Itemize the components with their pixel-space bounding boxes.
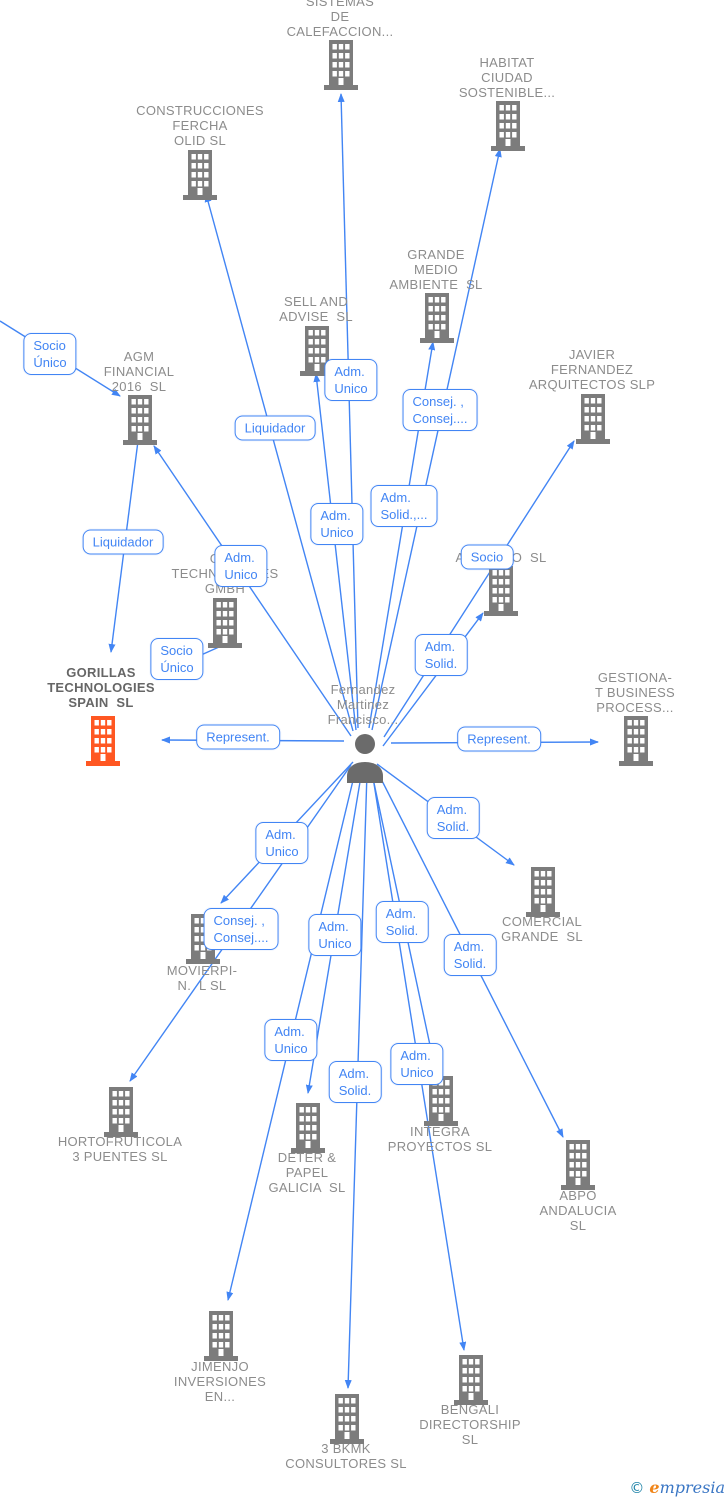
edge-label-adm-unico-4[interactable]: Adm.Unico [255, 822, 309, 864]
building-icon[interactable] [325, 1392, 369, 1449]
edge-label-adm-unico-7[interactable]: Adm.Unico [390, 1043, 444, 1085]
edge-label-adm-solid-2[interactable]: Adm.Solid. [426, 797, 480, 839]
building-icon[interactable] [99, 1085, 143, 1142]
building-icon[interactable] [556, 1138, 600, 1195]
edge-label-consej-consej-2[interactable]: Consej. ,Consej.... [203, 908, 279, 950]
relation-edge [204, 193, 354, 732]
building-icon[interactable] [571, 392, 615, 449]
empresia-watermark[interactable]: © empresia [629, 1478, 725, 1497]
relation-edge [382, 612, 484, 747]
edge-label-liquidador-2[interactable]: Liquidador [82, 529, 164, 555]
edge-label-adm-unico-3[interactable]: Adm.Unico [214, 545, 268, 587]
edge-label-adm-solid-etc[interactable]: Adm.Solid.,... [370, 485, 438, 527]
building-icon[interactable] [486, 99, 530, 156]
building-icon[interactable] [449, 1353, 493, 1410]
edge-label-adm-unico-2[interactable]: Adm.Unico [310, 503, 364, 545]
building-icon[interactable] [199, 1309, 243, 1366]
relation-edge [383, 440, 575, 738]
relation-edge [371, 148, 502, 731]
empresia-logo: empresia [649, 1478, 725, 1497]
building-icon[interactable] [203, 596, 247, 653]
building-icon[interactable] [178, 148, 222, 205]
copyright-icon: © [629, 1478, 645, 1497]
building-icon[interactable] [614, 714, 658, 771]
edge-label-socio[interactable]: Socio [460, 544, 514, 570]
edge-label-adm-unico-5[interactable]: Adm.Unico [308, 914, 362, 956]
relation-edge [313, 373, 357, 731]
building-icon[interactable] [521, 865, 565, 922]
building-icon-highlighted[interactable] [81, 714, 125, 771]
person-icon[interactable] [342, 731, 388, 788]
edge-label-adm-solid-3[interactable]: Adm.Solid. [375, 901, 429, 943]
building-icon[interactable] [479, 564, 523, 621]
building-icon[interactable] [286, 1101, 330, 1158]
edge-label-liquidador-1[interactable]: Liquidador [234, 415, 316, 441]
edge-label-adm-solid-1[interactable]: Adm.Solid. [414, 634, 468, 676]
edge-label-consej-consej-1[interactable]: Consej. ,Consej.... [402, 389, 478, 431]
edge-label-adm-unico-6[interactable]: Adm.Unico [264, 1019, 318, 1061]
edge-label-represent-right[interactable]: Represent. [457, 726, 541, 752]
edge-label-adm-solid-4[interactable]: Adm.Solid. [443, 934, 497, 976]
building-icon[interactable] [118, 393, 162, 450]
building-icon[interactable] [319, 38, 363, 95]
edge-label-adm-solid-5[interactable]: Adm.Solid. [328, 1061, 382, 1103]
edge-label-adm-unico-1[interactable]: Adm.Unico [324, 359, 378, 401]
company-name-movierpi-n-l: MOVIERPI-N. L SL [166, 963, 238, 993]
edge-label-represent-left[interactable]: Represent. [196, 724, 280, 750]
relation-edge [153, 445, 352, 737]
relation-edge [337, 93, 359, 729]
building-icon[interactable] [415, 291, 459, 348]
